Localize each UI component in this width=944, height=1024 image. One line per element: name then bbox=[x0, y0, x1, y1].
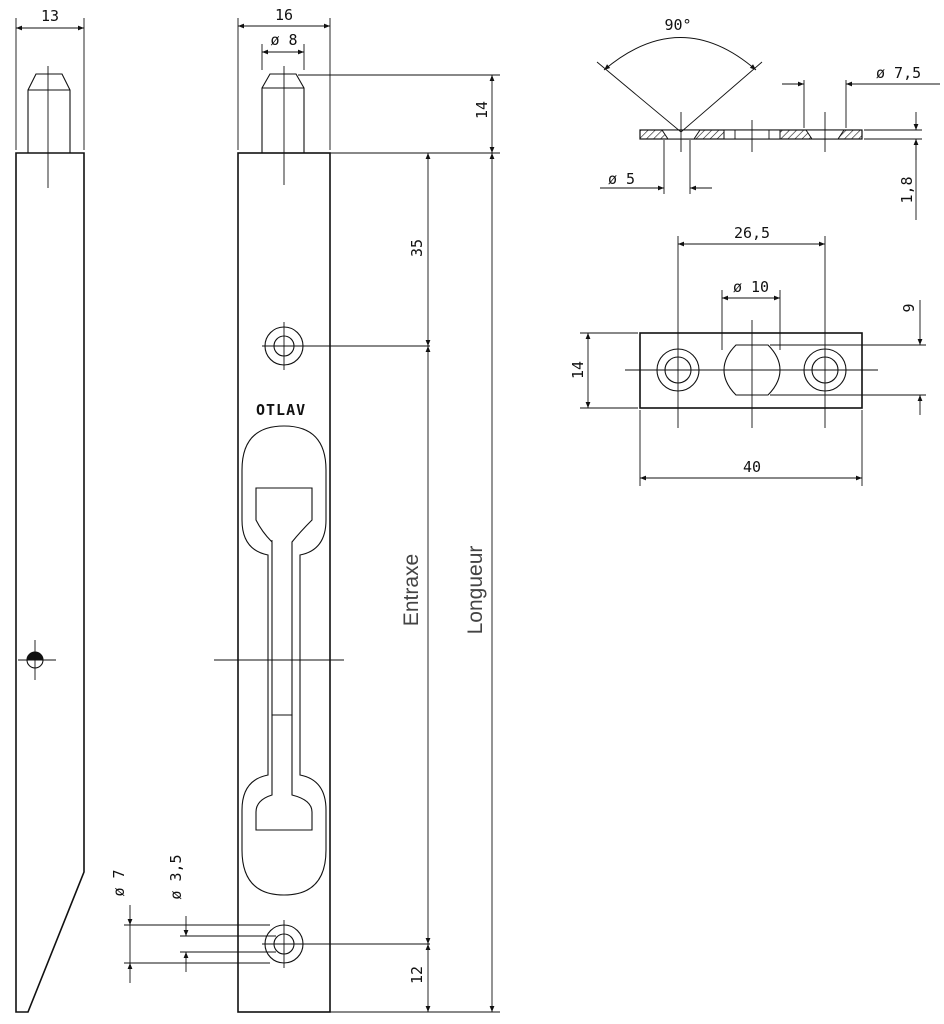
hole-spacing-label: 26,5 bbox=[734, 224, 770, 242]
longueur-label: Longueur bbox=[464, 546, 487, 635]
plate-view: 26,5 ø 10 9 14 40 bbox=[569, 224, 926, 486]
side-view: 13 bbox=[15, 7, 85, 1013]
brand-label: OTLAV bbox=[256, 401, 306, 419]
front-view: OTLAV 16 ø 8 14 35 Entraxe 12 bbox=[110, 6, 500, 1013]
hole-inner-label: ø 3,5 bbox=[167, 854, 185, 899]
bottom-offset-label: 12 bbox=[408, 966, 426, 984]
thickness-label: 1,8 bbox=[898, 176, 916, 203]
offset-9-label: 9 bbox=[900, 303, 918, 312]
pin-diameter-label: ø 8 bbox=[270, 31, 297, 49]
plate-length-label: 40 bbox=[743, 458, 761, 476]
angle-label: 90° bbox=[664, 16, 691, 34]
pin-height-label: 14 bbox=[473, 101, 491, 119]
front-width-label: 16 bbox=[275, 6, 293, 24]
countersink-label: ø 7,5 bbox=[876, 64, 921, 82]
entraxe-label: Entraxe bbox=[400, 554, 423, 626]
hole-outer-label: ø 7 bbox=[110, 869, 128, 896]
slot-diameter-label: ø 10 bbox=[733, 278, 769, 296]
side-width-label: 13 bbox=[41, 7, 59, 25]
hole-small-label: ø 5 bbox=[608, 170, 635, 188]
plate-height-label: 14 bbox=[569, 361, 587, 379]
first-hole-label: 35 bbox=[408, 239, 426, 257]
section-view: 90° ø 7,5 ø 5 1,8 bbox=[596, 16, 940, 220]
